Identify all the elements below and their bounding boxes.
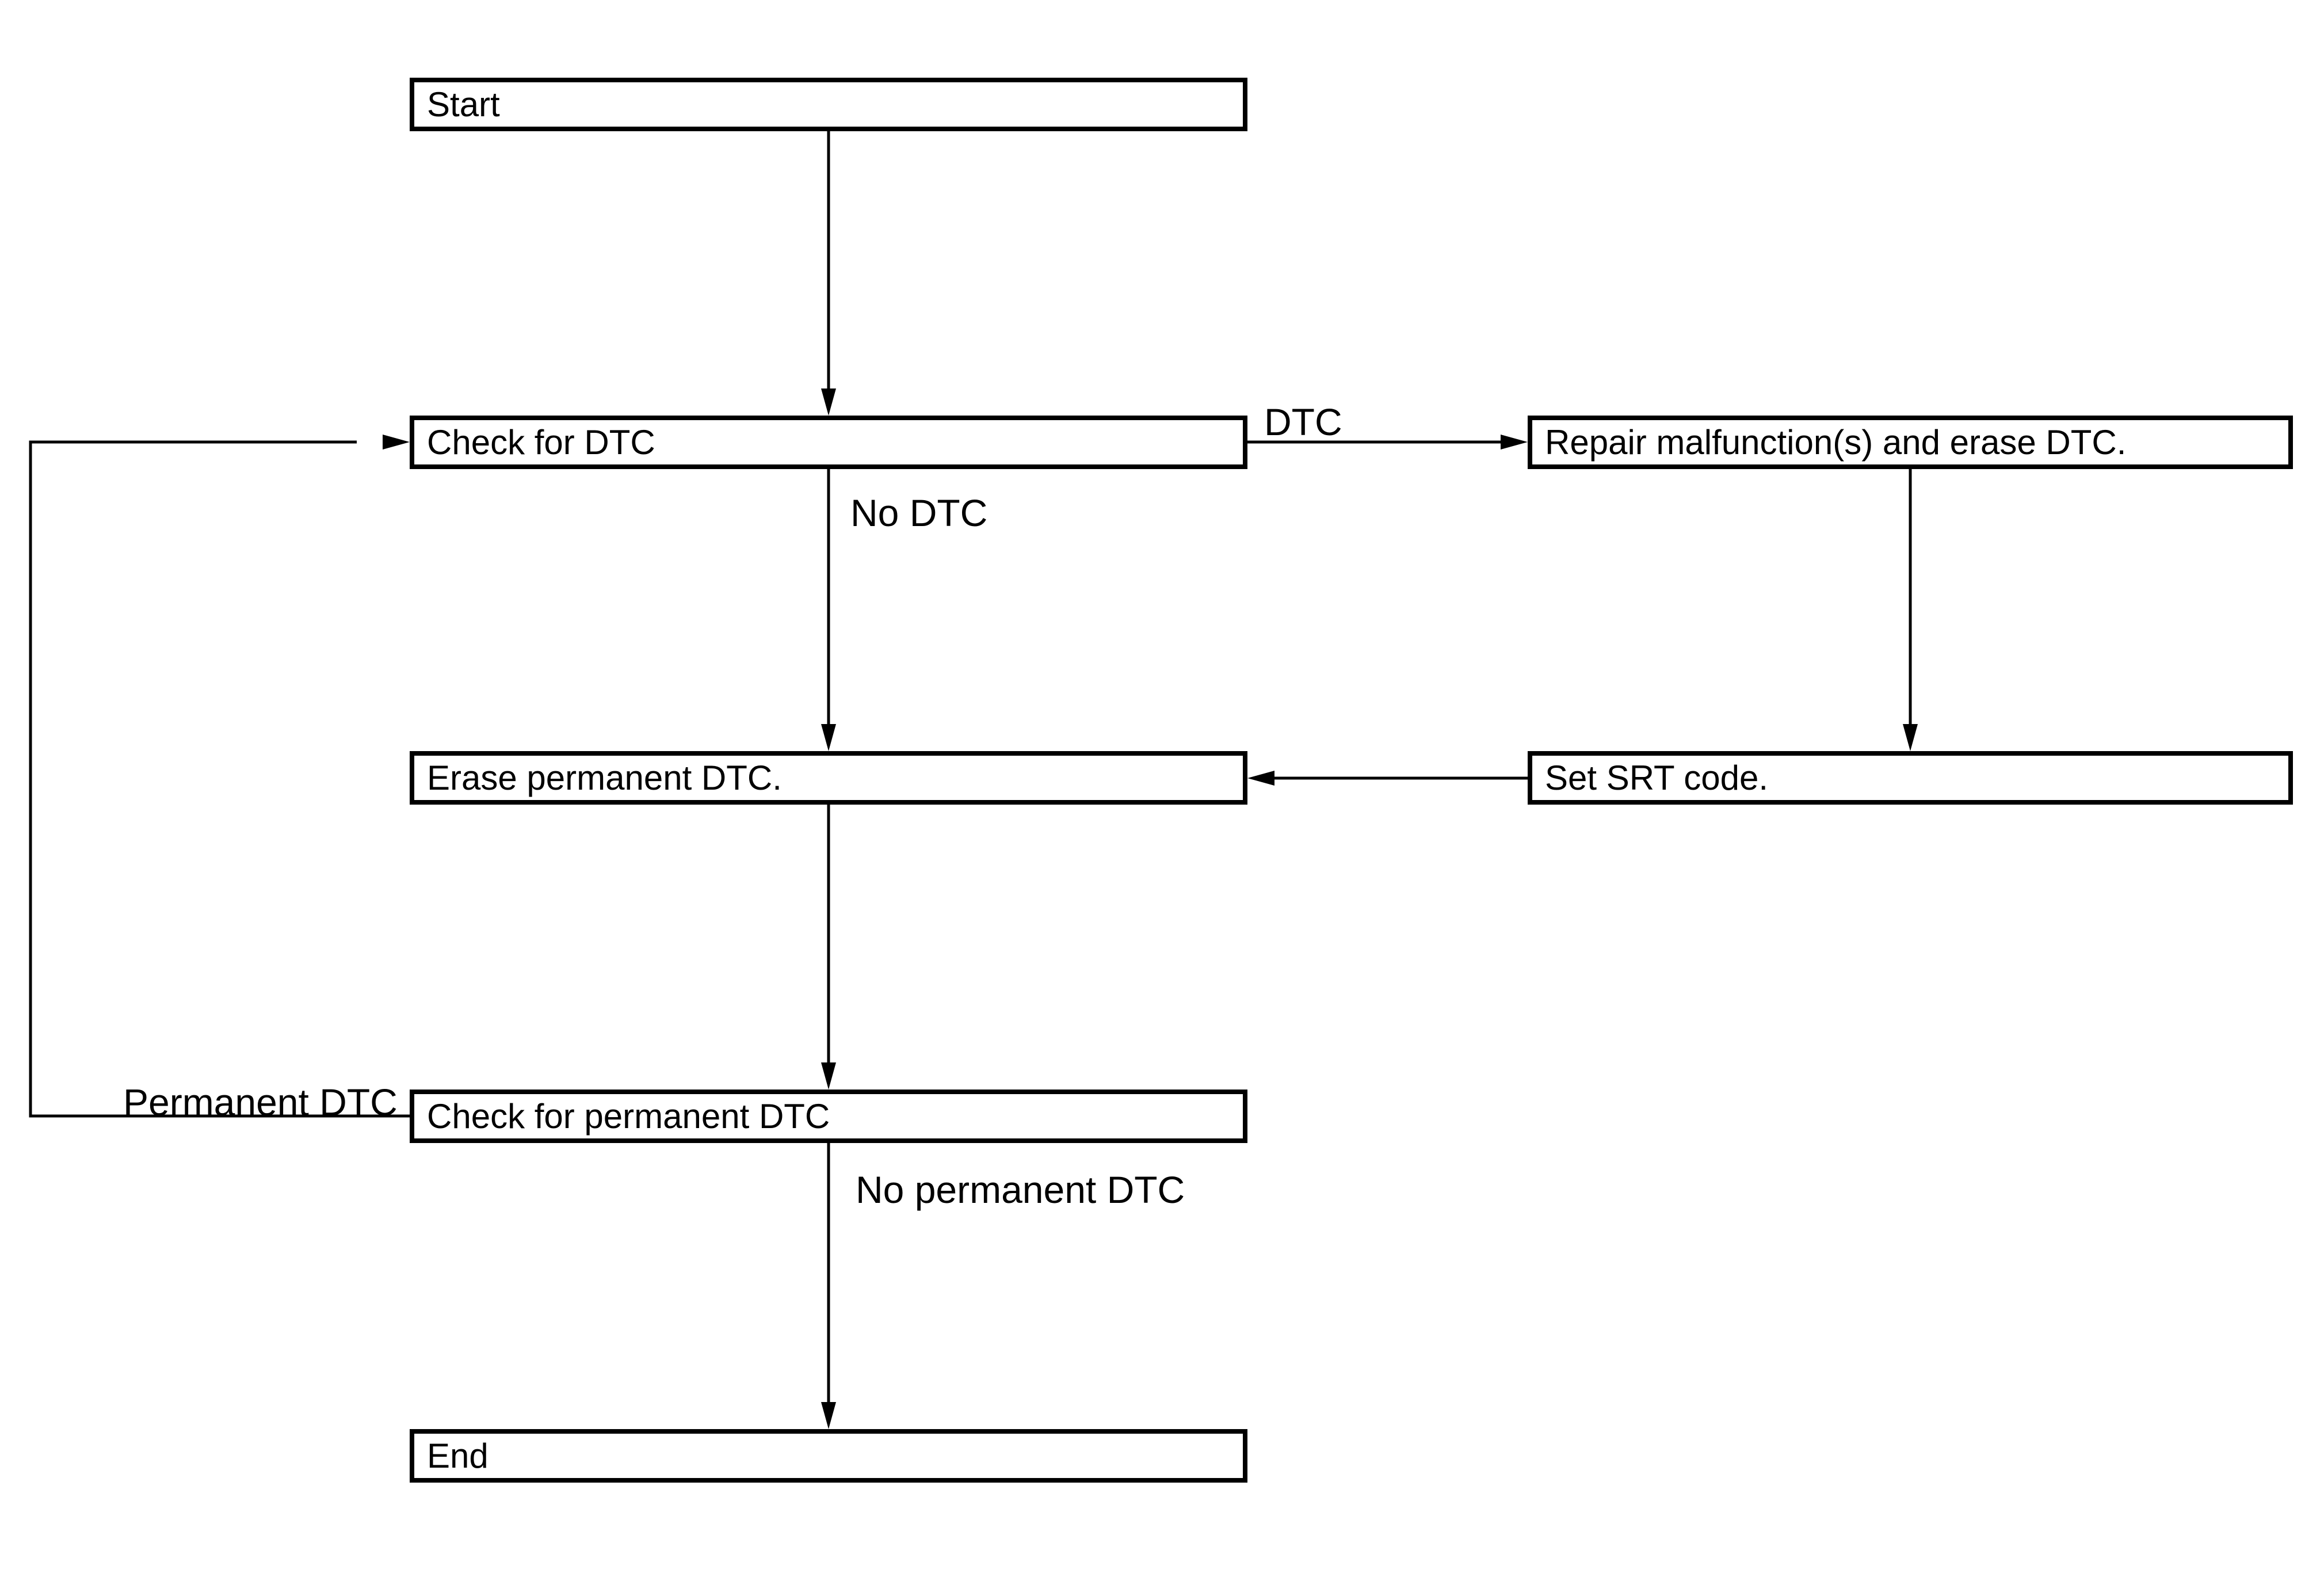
edge-repair-to-set-srt [1903, 469, 1918, 751]
node-repair-malfunctions: Repair malfunction(s) and erase DTC. [1528, 416, 2293, 469]
edge-erase-permanent-to-check-permanent [821, 805, 836, 1090]
edge-check-permanent-loop-to-check-dtc [29, 435, 410, 1118]
node-start-label: Start [427, 85, 500, 124]
node-end-label: End [427, 1436, 489, 1475]
node-set-srt-code: Set SRT code. [1528, 751, 2293, 805]
edge-check-dtc-to-repair [1247, 435, 1528, 450]
node-check-permanent-dtc-label: Check for permanent DTC [427, 1096, 830, 1136]
edge-label-dtc: DTC [1264, 401, 1342, 443]
edge-label-permanent-dtc: Permanent DTC [123, 1081, 398, 1123]
edge-set-srt-to-erase-permanent [1247, 771, 1528, 786]
node-erase-permanent-dtc: Erase permanent DTC. [410, 751, 1247, 805]
node-start: Start [410, 78, 1247, 131]
node-repair-malfunctions-label: Repair malfunction(s) and erase DTC. [1545, 422, 2127, 462]
node-check-dtc: Check for DTC [410, 416, 1247, 469]
node-erase-permanent-dtc-label: Erase permanent DTC. [427, 758, 782, 797]
edge-start-to-check-dtc [821, 131, 836, 416]
edge-label-no-dtc: No DTC [850, 492, 988, 534]
edge-check-dtc-to-erase-permanent [821, 469, 836, 751]
edge-check-permanent-to-end [821, 1143, 836, 1429]
edge-label-no-permanent-dtc: No permanent DTC [856, 1168, 1185, 1211]
node-end: End [410, 1429, 1247, 1483]
node-check-permanent-dtc: Check for permanent DTC [410, 1090, 1247, 1143]
node-set-srt-code-label: Set SRT code. [1545, 758, 1769, 797]
node-check-dtc-label: Check for DTC [427, 422, 655, 462]
